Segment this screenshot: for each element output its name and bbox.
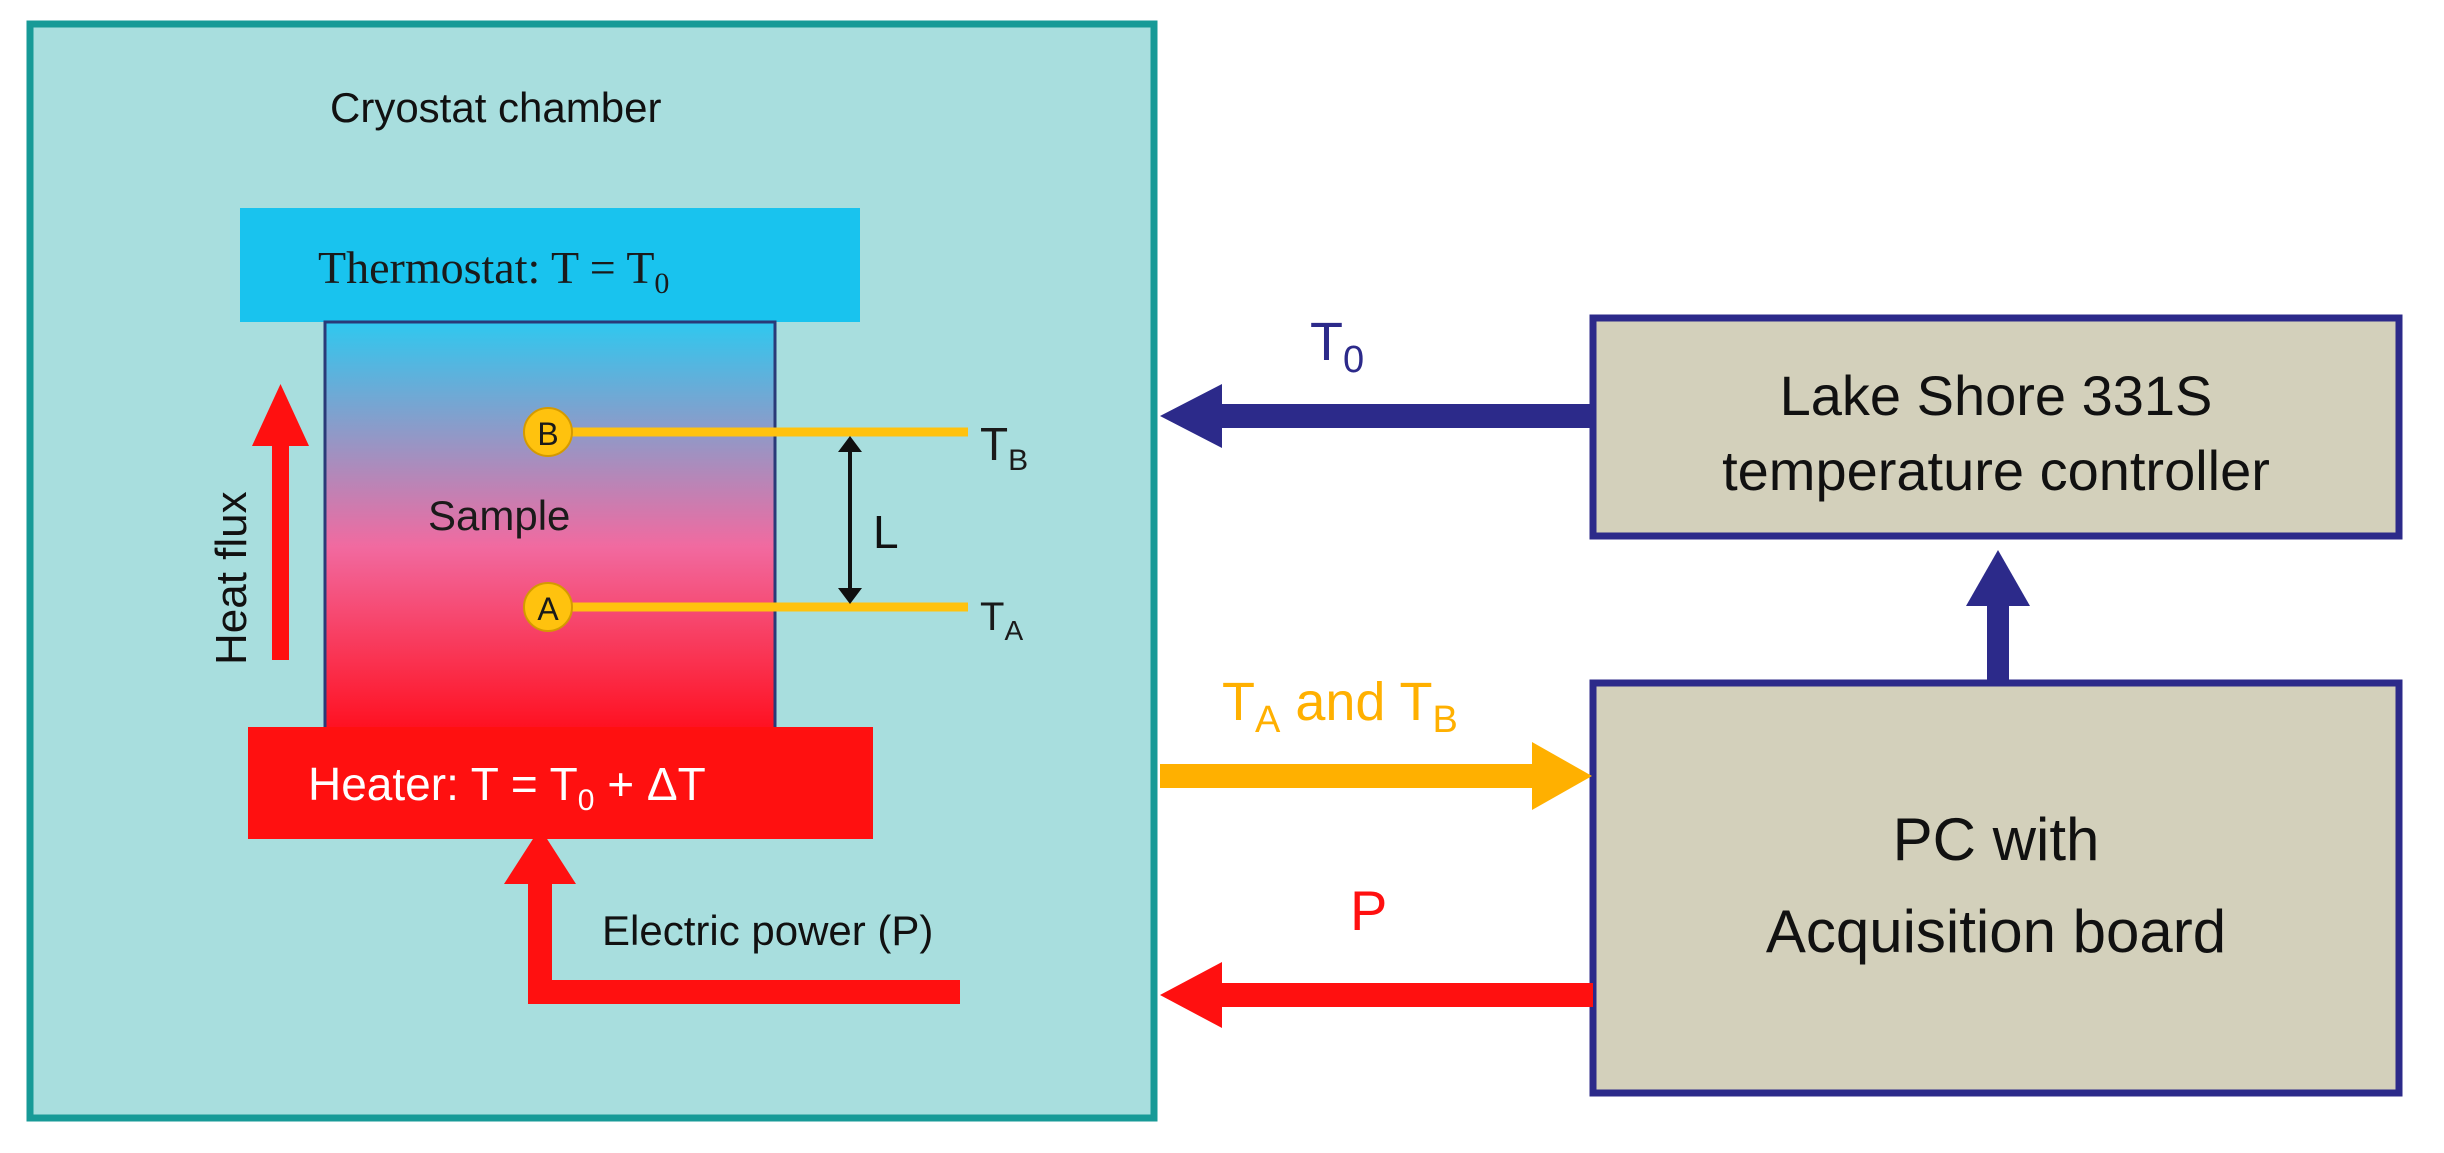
- sensor-a: A: [523, 582, 968, 632]
- heat-flux-label: Heat flux: [207, 491, 256, 665]
- sensor-a-marker: A: [537, 591, 559, 627]
- sensor-b-label: TB: [980, 418, 1028, 477]
- thermostat-block: [240, 208, 860, 322]
- heat-flux-arrow: [252, 384, 309, 660]
- sample-label: Sample: [428, 492, 570, 539]
- sensor-b: B: [523, 407, 968, 457]
- thermostat-label: Thermostat: T = T0: [318, 242, 669, 300]
- t0-label: T0: [1310, 312, 1364, 381]
- heater-block: [248, 727, 873, 839]
- length-dimension: [838, 436, 862, 604]
- sensor-a-label: TA: [980, 595, 1023, 646]
- sample-block: [323, 320, 777, 732]
- pc-line2: Acquisition board: [1766, 898, 2226, 965]
- pc-to-controller-arrow: [1966, 550, 2030, 683]
- ta-tb-arrow: [1160, 742, 1592, 810]
- controller-line1: Lake Shore 331S: [1780, 364, 2213, 427]
- sensor-b-marker: B: [537, 416, 558, 452]
- temperature-controller-box: [1589, 314, 2403, 540]
- p-label: P: [1350, 879, 1387, 942]
- length-label: L: [873, 506, 899, 558]
- heater-label: Heater: T = T0 + ΔT: [308, 758, 706, 817]
- ta-tb-label: TA and TB: [1222, 672, 1458, 741]
- electric-power-label: Electric power (P): [602, 907, 933, 954]
- t0-arrow: [1160, 384, 1593, 448]
- electric-power-arrow: [504, 828, 960, 1004]
- controller-line2: temperature controller: [1722, 439, 2270, 502]
- pc-acquisition-box: [1589, 679, 2403, 1097]
- p-arrow: [1160, 962, 1593, 1028]
- pc-line1: PC with: [1893, 806, 2100, 873]
- chamber-title: Cryostat chamber: [330, 84, 661, 131]
